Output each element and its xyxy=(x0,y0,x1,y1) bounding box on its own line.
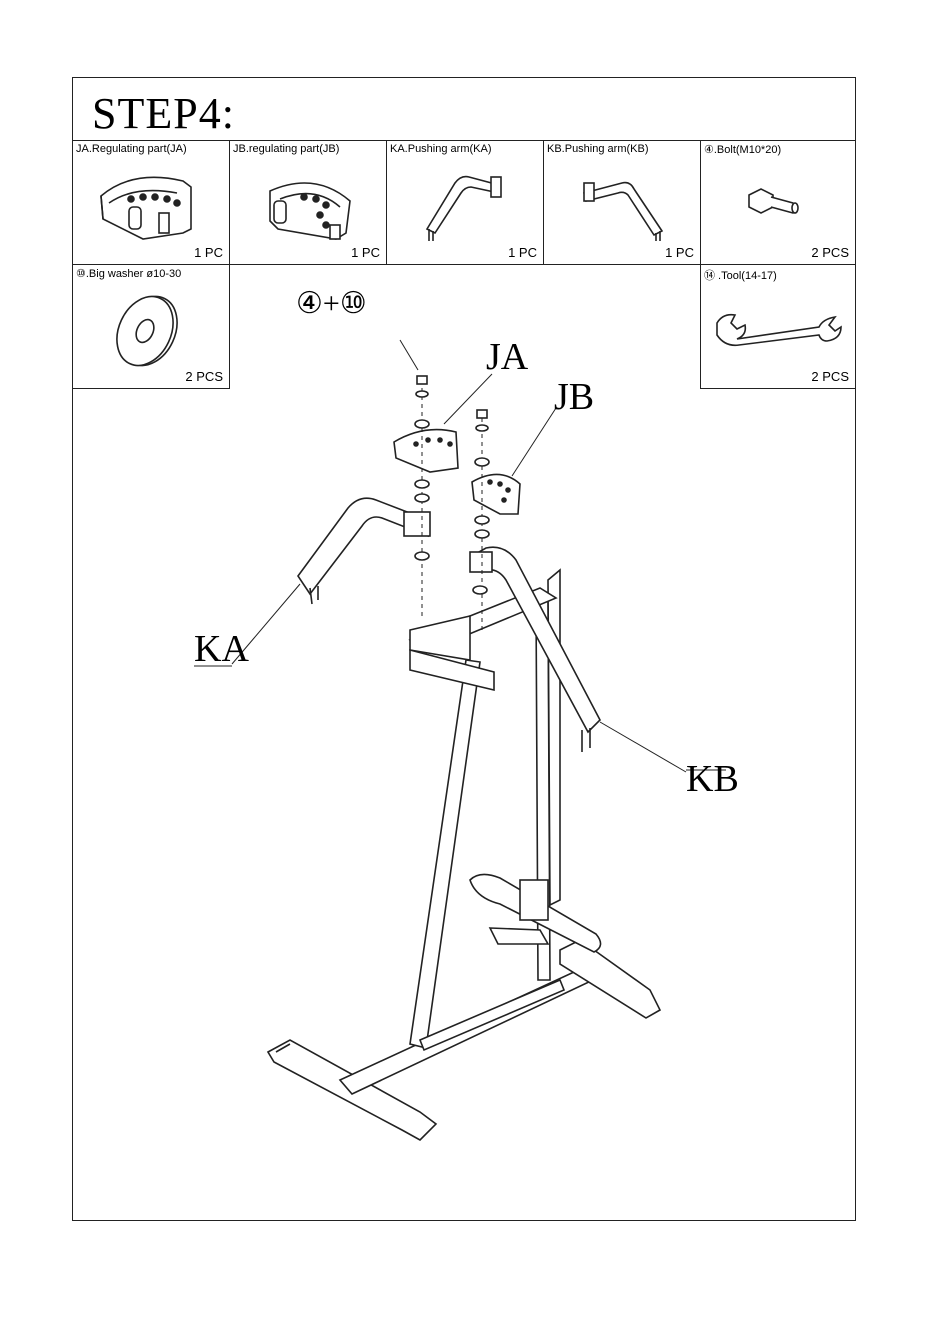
fastener-note: ④+⑩ xyxy=(296,286,367,321)
callout-ka: KA xyxy=(194,630,249,668)
callout-ja: JA xyxy=(486,338,528,376)
callout-kb: KB xyxy=(686,760,739,798)
callout-jb: JB xyxy=(554,378,594,416)
